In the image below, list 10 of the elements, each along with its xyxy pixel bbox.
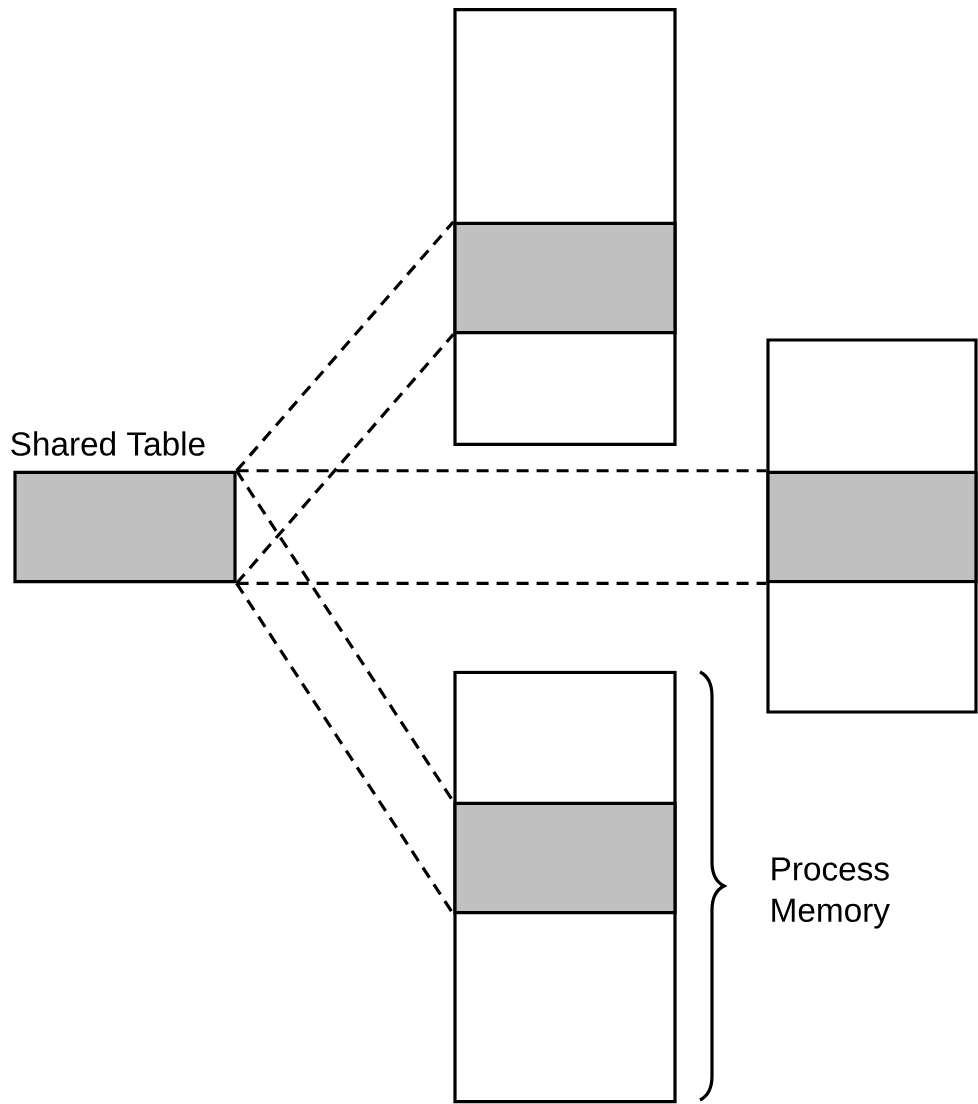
table-box: Shared Table — [11, 431, 237, 584]
dashed-line — [235, 220, 455, 472]
shaded-segment — [766, 470, 978, 584]
node-label: Shared Table — [11, 431, 205, 456]
shaded-segment — [453, 221, 677, 335]
dashed-line — [235, 333, 455, 585]
brace-label: Process Memory — [772, 857, 890, 929]
dashed-line — [236, 469, 767, 473]
shaded-segment — [453, 801, 677, 915]
dashed-line — [236, 581, 767, 585]
